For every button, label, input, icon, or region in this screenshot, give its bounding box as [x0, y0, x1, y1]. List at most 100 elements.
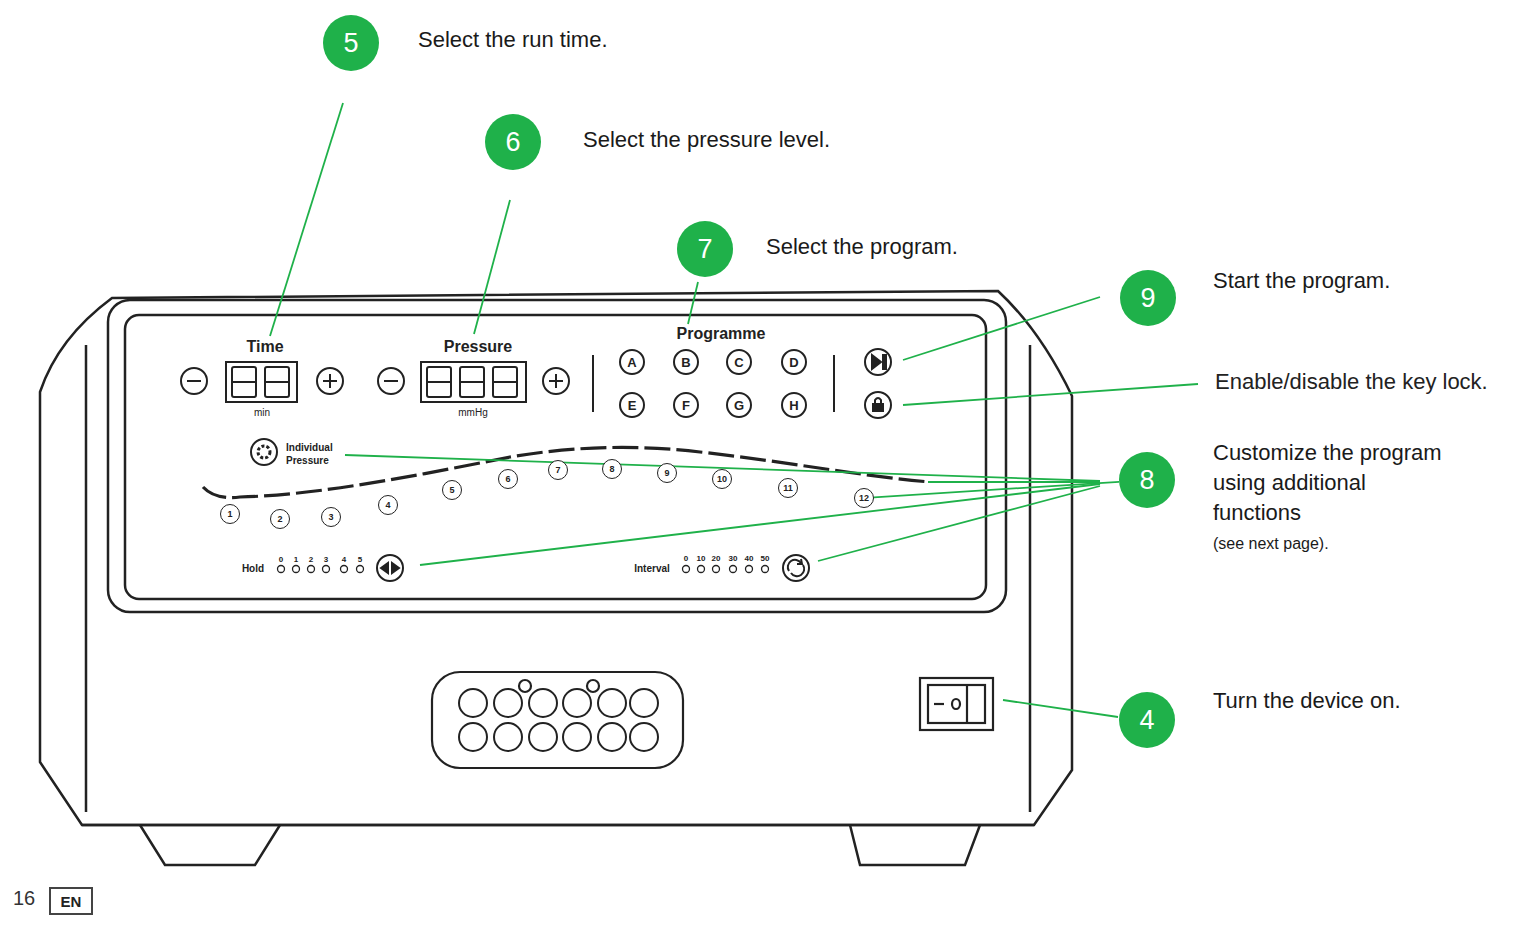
indicator-dot — [278, 566, 285, 573]
key-lock-button — [875, 398, 881, 404]
callout-number: 4 — [1139, 705, 1154, 736]
button-letter: 2 — [277, 514, 282, 524]
port-hole — [459, 689, 487, 717]
port-hole — [598, 689, 626, 717]
hold-button — [377, 555, 403, 581]
seven-segment-display — [460, 381, 484, 383]
button-letter: 10 — [717, 474, 727, 484]
button-letter: 12 — [859, 493, 869, 503]
device-housing — [125, 315, 986, 599]
power-switch — [928, 685, 985, 723]
indicator-dot — [308, 566, 315, 573]
start-button — [865, 349, 891, 375]
chamber-number: 12 — [854, 488, 874, 508]
interval-button — [797, 559, 802, 564]
indicator-dot — [341, 566, 348, 573]
leader-line — [903, 297, 1100, 360]
indicator-dot — [730, 566, 737, 573]
device-housing — [82, 824, 1034, 827]
chamber-number: 10 — [712, 469, 732, 489]
program-button: A — [619, 349, 645, 375]
start-button — [872, 355, 881, 369]
leader-line — [874, 482, 1119, 498]
callout-circle: 8Customize the program using additional … — [1119, 452, 1175, 508]
seven-segment-display — [232, 367, 517, 397]
leader-line — [420, 484, 1100, 565]
seven-segment-display — [493, 381, 517, 383]
individual-pressure-button — [251, 439, 277, 465]
leader-line — [474, 200, 510, 334]
button-letter: 7 — [555, 465, 560, 475]
control-panel — [181, 355, 834, 412]
button-letter: 3 — [328, 512, 333, 522]
port-hole — [630, 723, 658, 751]
callout-number: 9 — [1140, 283, 1155, 314]
panel-label: min — [254, 407, 270, 418]
callout-number: 5 — [343, 28, 358, 59]
seven-segment-display — [493, 367, 517, 397]
button-letter: 6 — [505, 474, 510, 484]
leader-line — [270, 103, 343, 336]
indicator-dot — [713, 566, 720, 573]
chamber-number: 9 — [657, 463, 677, 483]
hold-button — [381, 563, 399, 573]
key-lock-button — [865, 392, 891, 418]
panel-label: 2 — [309, 555, 313, 564]
callout-text: Turn the device on. — [1213, 686, 1401, 716]
indicator-dot — [683, 566, 690, 573]
callout-circle: 6Select the pressure level. — [485, 114, 541, 170]
button-letter: E — [628, 398, 637, 413]
program-button: E — [619, 392, 645, 418]
chamber-number: 2 — [270, 509, 290, 529]
control-panel — [317, 368, 343, 394]
panel-label: Hold — [242, 563, 264, 574]
panel-label: 5 — [358, 555, 362, 564]
interval-button — [783, 555, 809, 581]
program-button: C — [726, 349, 752, 375]
button-letter: G — [734, 398, 744, 413]
chamber-number: 4 — [378, 495, 398, 515]
device-housing — [85, 345, 88, 812]
port-hole — [529, 723, 557, 751]
device-housing — [40, 291, 1072, 865]
port-hole — [529, 689, 557, 717]
callout-text: Start the program. — [1213, 266, 1390, 296]
chamber-number: 5 — [442, 480, 462, 500]
panel-label: Interval — [634, 563, 670, 574]
leader-line — [928, 481, 1100, 483]
connector-layer — [874, 482, 1119, 498]
interval-button — [788, 560, 804, 576]
button-letter: EN — [61, 893, 82, 910]
device-housing — [1029, 345, 1032, 812]
seven-segment-display — [232, 367, 256, 397]
connector-port — [587, 680, 599, 692]
button-letter: D — [789, 355, 798, 370]
connector-port — [432, 672, 683, 768]
callout-circle: 5Select the run time. — [323, 15, 379, 71]
power-switch — [920, 678, 993, 730]
panel-label: Pressure — [444, 338, 513, 356]
power-switch — [966, 685, 968, 723]
seven-segment-display — [427, 381, 451, 383]
program-button: F — [673, 392, 699, 418]
callout-text: Enable/disable the key lock. — [1215, 369, 1488, 395]
key-lock-button — [873, 404, 883, 411]
chamber-number: 7 — [548, 460, 568, 480]
power-switch — [920, 678, 993, 730]
control-panel — [421, 362, 526, 402]
button-letter: 5 — [449, 485, 454, 495]
button-letter: 4 — [385, 500, 390, 510]
individual-pressure-button — [251, 439, 277, 465]
indicator-dot — [698, 566, 705, 573]
callout-text: Select the run time. — [418, 25, 608, 55]
port-hole — [598, 723, 626, 751]
start-button — [865, 349, 891, 375]
button-letter: B — [681, 355, 690, 370]
chamber-number: 6 — [498, 469, 518, 489]
connector-port — [432, 672, 683, 768]
port-hole — [459, 723, 487, 751]
device-housing — [140, 825, 280, 865]
panel-label: 0 — [279, 555, 283, 564]
button-letter: H — [789, 398, 798, 413]
chamber-number: 3 — [321, 507, 341, 527]
